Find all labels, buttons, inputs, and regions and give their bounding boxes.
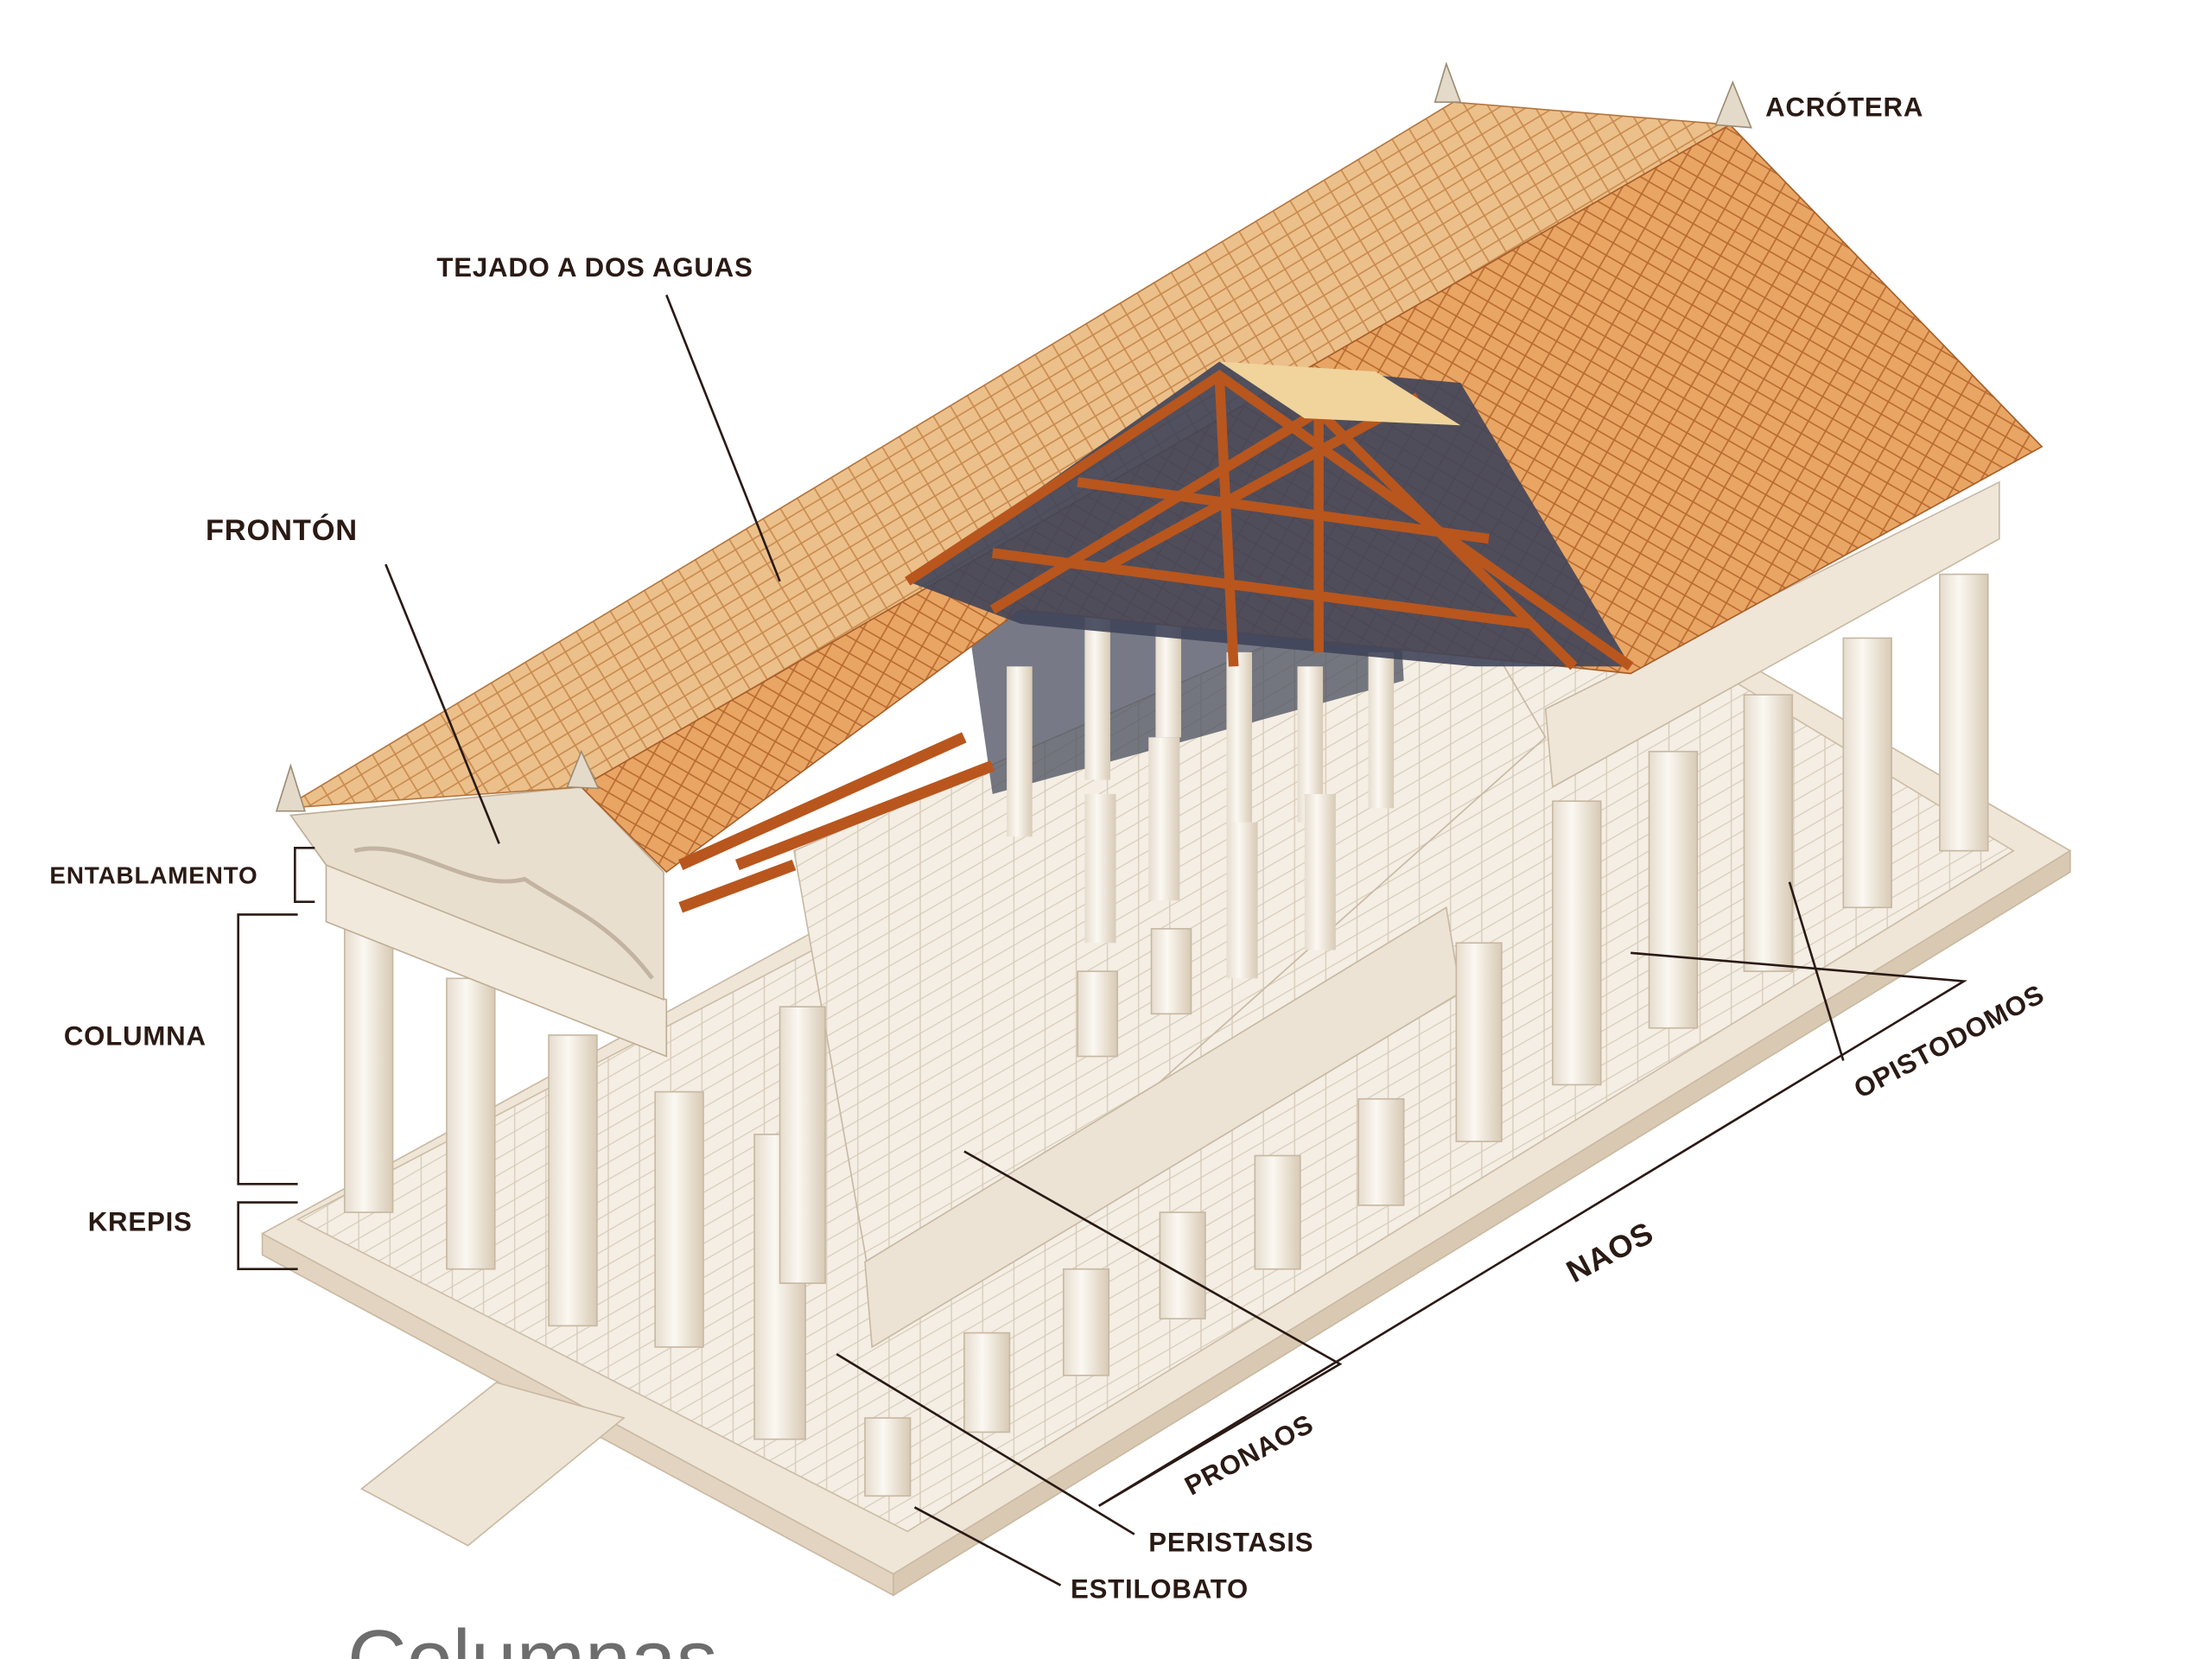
label-peristasis: PERISTASIS bbox=[1148, 1527, 1313, 1557]
columna-bracket bbox=[237, 913, 298, 1185]
label-estilobato: ESTILOBATO bbox=[1071, 1573, 1249, 1604]
back-entablature bbox=[1544, 480, 2000, 789]
gable-roof bbox=[283, 101, 2044, 913]
leader-lines bbox=[237, 294, 1967, 1586]
opistodomos-leader bbox=[1788, 881, 1845, 1061]
label-acrotera: ACRÓTERA bbox=[1765, 92, 1923, 123]
acroteria bbox=[275, 61, 1752, 812]
label-pronaos: PRONAOS bbox=[1179, 1408, 1319, 1502]
label-columna: COLUMNA bbox=[64, 1020, 207, 1051]
tejado-leader bbox=[665, 294, 781, 582]
label-naos: NAOS bbox=[1560, 1214, 1659, 1289]
roof-cutaway bbox=[907, 361, 1631, 667]
label-opistodomos: OPISTODOMOS bbox=[1849, 979, 2050, 1104]
caption-columnas: Columnas bbox=[347, 1614, 717, 1659]
entablamento-bracket bbox=[294, 847, 315, 904]
front-pediment bbox=[289, 785, 668, 1058]
estilobato-leader bbox=[913, 1506, 1062, 1586]
label-krepis: KREPIS bbox=[88, 1206, 193, 1236]
label-entablamento: ENTABLAMENTO bbox=[49, 861, 257, 888]
peristasis-leader bbox=[836, 1353, 1135, 1535]
pronaos-bracket bbox=[963, 1150, 1343, 1507]
fronton-leader bbox=[385, 563, 500, 844]
peristyle-columns bbox=[343, 573, 1989, 1440]
column-stubs bbox=[864, 928, 1503, 1497]
rafters-left bbox=[677, 732, 995, 913]
label-fronton: FRONTÓN bbox=[206, 512, 358, 547]
inner-columns bbox=[1007, 581, 1395, 979]
krepis-bracket bbox=[237, 1201, 298, 1271]
label-tejado: TEJADO A DOS AGUAS bbox=[436, 252, 753, 283]
ramp bbox=[359, 1382, 626, 1547]
naos-bracket bbox=[1098, 951, 1967, 1507]
